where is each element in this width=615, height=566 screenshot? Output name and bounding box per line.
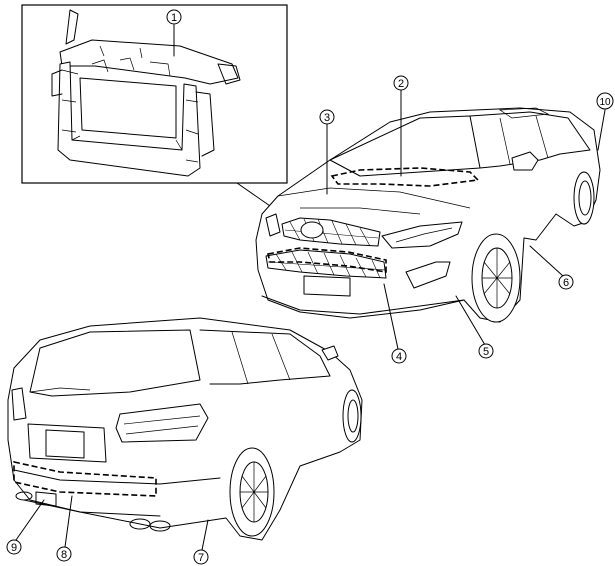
callout-7: 7 [193, 549, 209, 565]
callout-2: 2 [393, 75, 409, 91]
callout-10: 10 [596, 92, 614, 110]
callout-1: 1 [166, 9, 182, 25]
callout-markers: 1 2 3 4 5 6 7 8 [6, 9, 614, 565]
callout-6: 6 [558, 274, 574, 290]
front-part-4-dashed-outline [267, 247, 387, 273]
svg-text:2: 2 [398, 78, 404, 90]
svg-text:10: 10 [599, 97, 611, 108]
front-vehicle-drawing [255, 107, 601, 323]
svg-text:5: 5 [483, 346, 489, 358]
front-part-2-dashed-outline [330, 167, 480, 187]
callout-5: 5 [478, 343, 494, 359]
callout-8: 8 [56, 546, 72, 562]
leader-lines [15, 24, 606, 551]
svg-text:8: 8 [61, 549, 67, 561]
svg-text:7: 7 [198, 552, 204, 564]
rear-part-8-dashed-outline [13, 461, 157, 497]
svg-text:4: 4 [396, 351, 402, 363]
svg-text:1: 1 [171, 12, 177, 24]
callout-9: 9 [6, 539, 22, 555]
svg-text:3: 3 [324, 112, 330, 124]
svg-text:9: 9 [11, 542, 17, 554]
radiator-support-drawing [51, 9, 241, 177]
rear-vehicle-drawing [7, 317, 363, 541]
svg-text:6: 6 [563, 277, 569, 289]
callout-3: 3 [319, 109, 335, 125]
callout-4: 4 [391, 348, 407, 364]
